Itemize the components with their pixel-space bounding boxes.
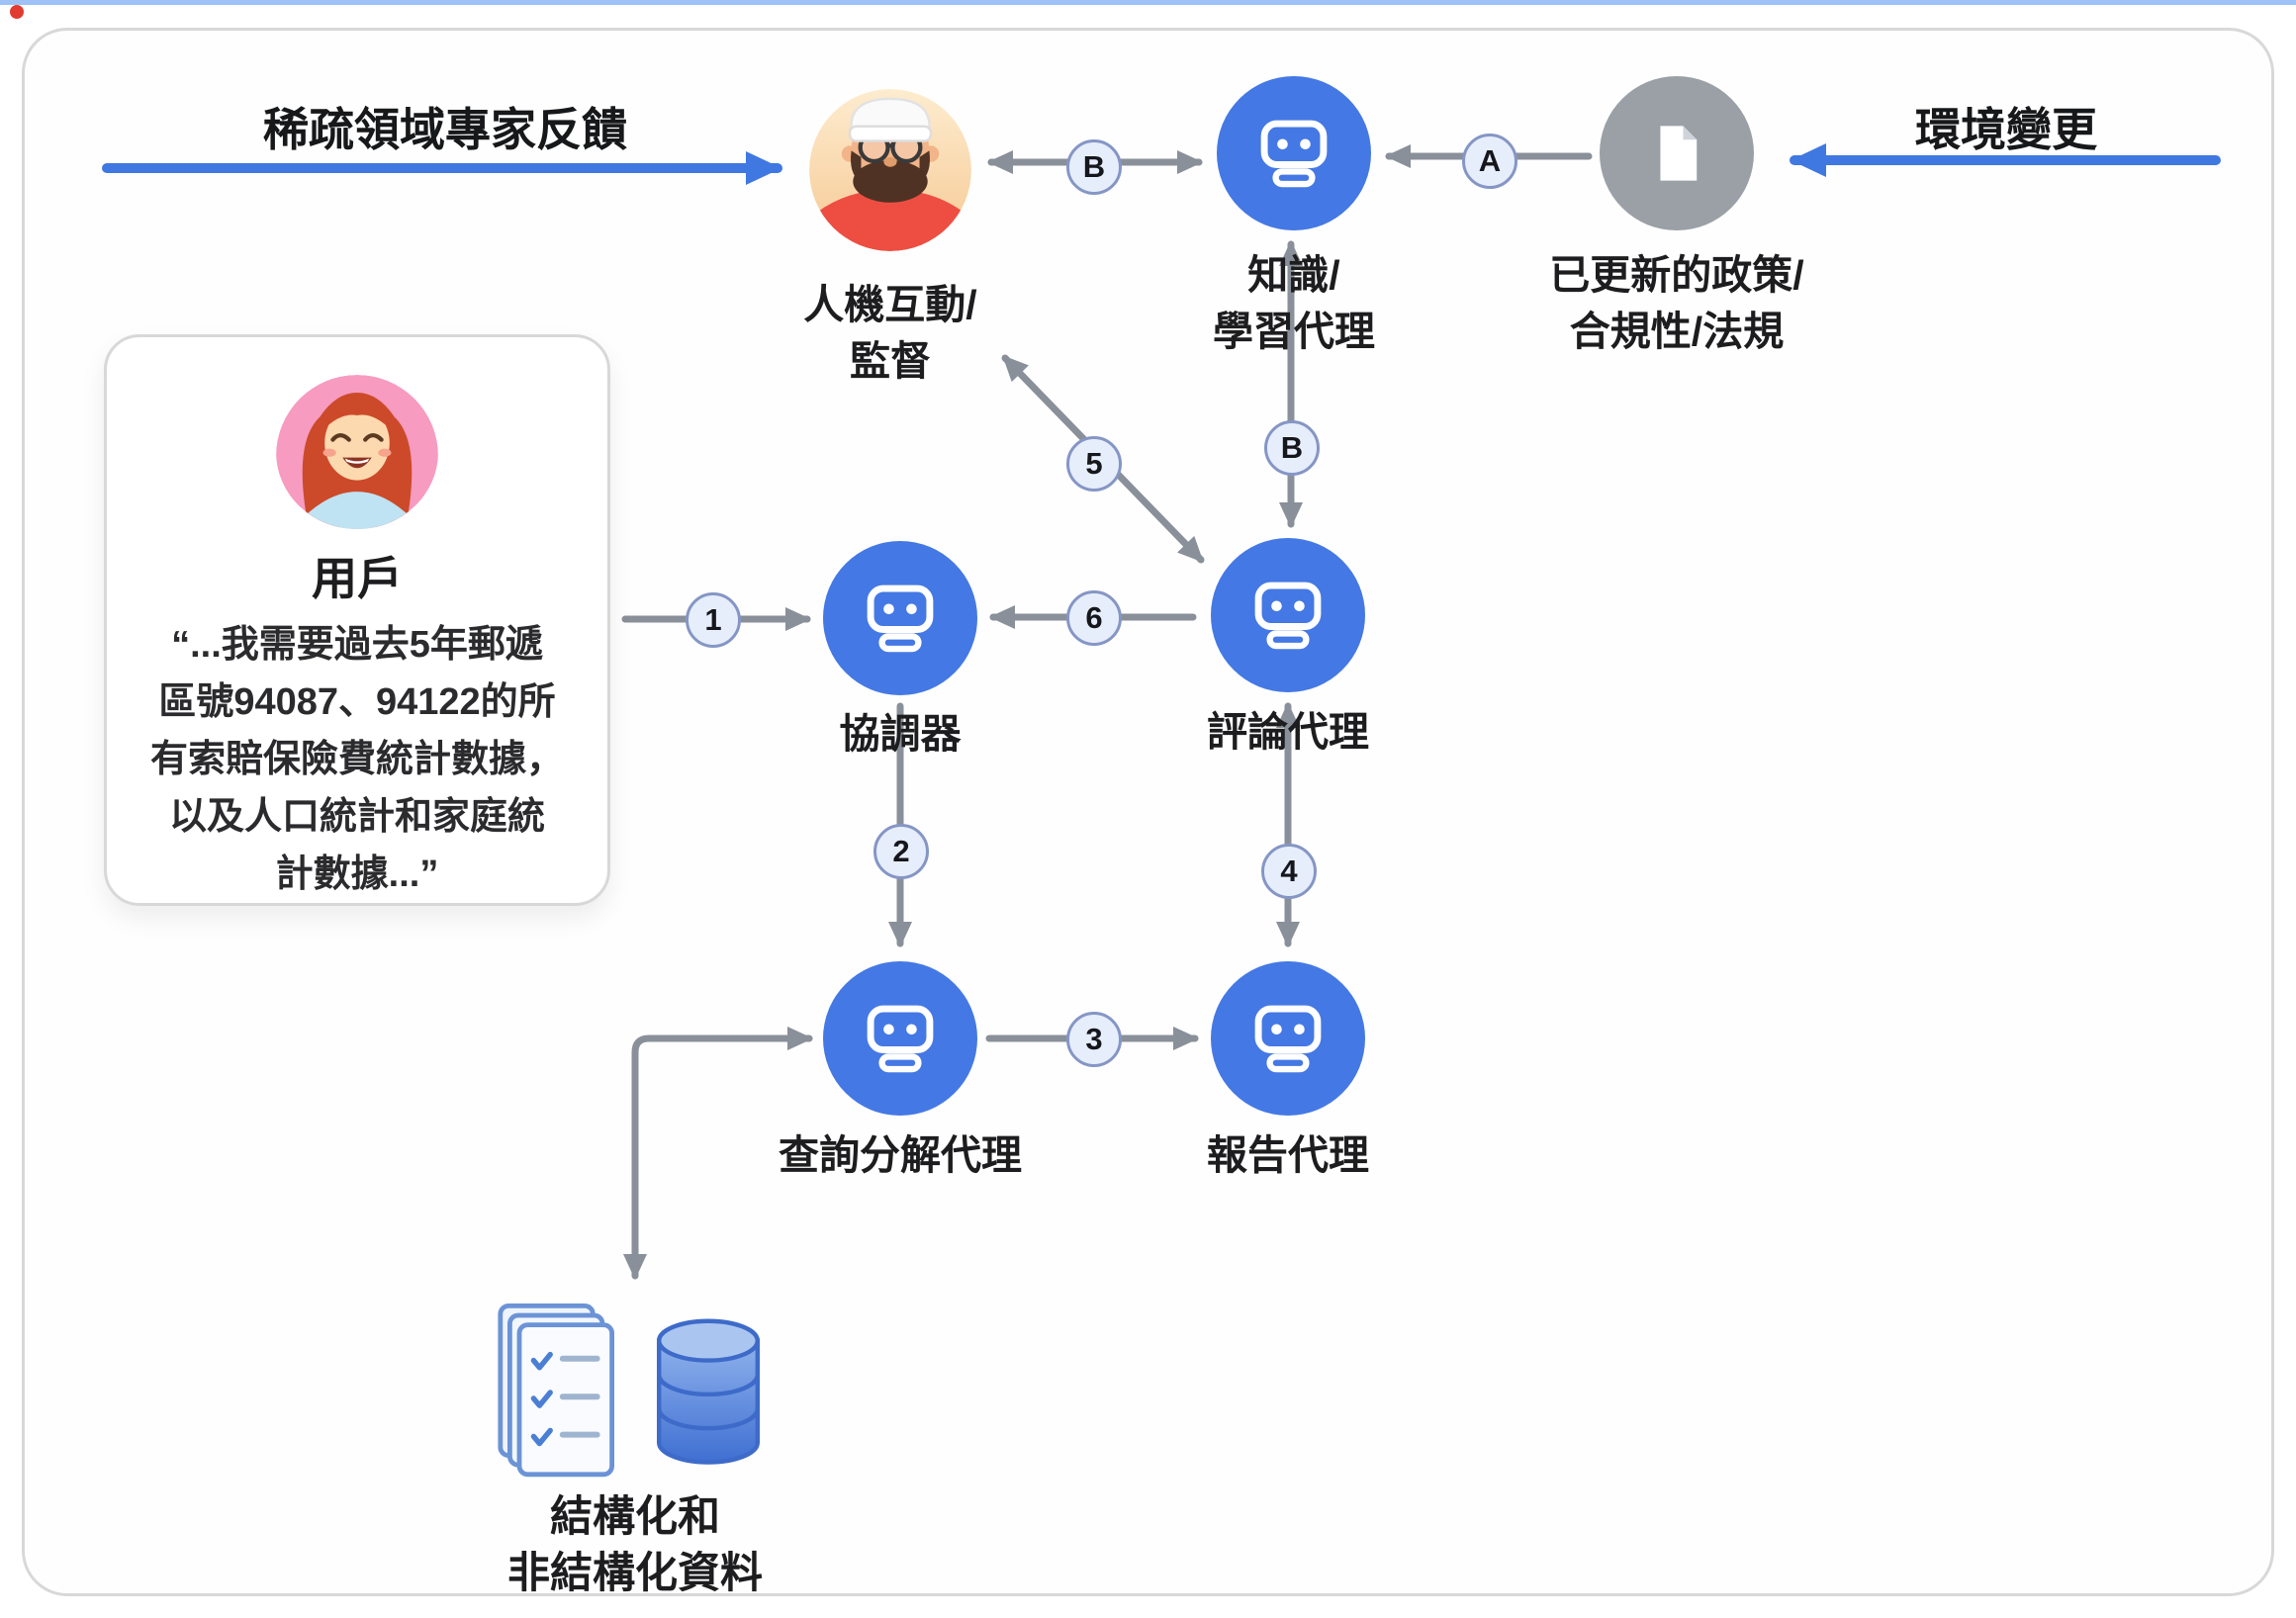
database-icon: [656, 1318, 761, 1465]
badge-6: 6: [1066, 590, 1122, 646]
report-agent-node: [1211, 961, 1365, 1116]
query-decomposition-agent-node: [823, 961, 977, 1116]
data-store-icons: [495, 1303, 781, 1486]
data-store-label-line2: 非結構化資料: [507, 1550, 763, 1597]
data-store-label: 結構化和 非結構化資料: [417, 1489, 853, 1602]
user-quote-line: 區號94087、94122的所: [158, 681, 556, 723]
review-agent-label: 評論代理: [1207, 709, 1369, 755]
badge-b-vertical: B: [1264, 420, 1320, 476]
supervisor-label: 人機互動/ 監督: [673, 277, 1108, 390]
badge-a: A: [1462, 134, 1517, 189]
badge-3: 3: [1066, 1012, 1122, 1067]
badge-2: 2: [873, 824, 929, 879]
expert-feedback-label: 稀疏領域專家反饋: [263, 104, 627, 155]
record-dot: [10, 5, 24, 19]
screen-top-edge-line: [0, 0, 2296, 5]
policy-doc-node: [1600, 76, 1754, 230]
robot-icon: [867, 1005, 934, 1073]
supervisor-label-line2: 監督: [850, 338, 931, 384]
user-quote-line: “...我需要過去5年郵遞: [171, 624, 543, 666]
knowledge-agent-label-line2: 學習代理: [1213, 309, 1375, 354]
knowledge-agent-label-line1: 知識/: [1247, 252, 1340, 298]
supervisor-avatar-image: [809, 89, 971, 251]
user-quote-line: 計數據...”: [275, 854, 439, 895]
report-agent-label: 報告代理: [1207, 1132, 1369, 1178]
badge-1: 1: [686, 592, 741, 648]
robot-icon: [1254, 1005, 1322, 1073]
user-card: 用戶 “...我需要過去5年郵遞 區號94087、94122的所 有索賠保險費統…: [104, 334, 610, 906]
user-avatar: [276, 375, 438, 529]
arrow-query-datastore: [623, 1027, 813, 1280]
review-agent-node: [1211, 538, 1365, 692]
robot-icon: [1260, 120, 1328, 188]
policy-doc-label-line2: 合規性/法規: [1569, 309, 1785, 354]
supervisor-label-line1: 人機互動/: [803, 282, 977, 327]
knowledge-agent-node: [1217, 76, 1371, 230]
policy-doc-label-line1: 已更新的政策/: [1549, 252, 1804, 298]
query-decomposition-agent-label: 查詢分解代理: [779, 1132, 1022, 1178]
badge-5: 5: [1066, 436, 1122, 492]
robot-icon: [1254, 582, 1322, 650]
user-name: 用戶: [312, 553, 403, 604]
robot-icon: [867, 584, 934, 653]
data-store-label-line1: 結構化和: [550, 1493, 720, 1541]
badge-b-top: B: [1066, 139, 1122, 195]
badge-4: 4: [1261, 844, 1317, 899]
coordinator-node: [823, 541, 977, 695]
user-avatar-image: [276, 375, 438, 529]
coordinator-label: 協調器: [839, 711, 962, 757]
user-quote-line: 以及人口統計和家庭統: [168, 796, 545, 838]
knowledge-agent-label: 知識/ 學習代理: [1076, 247, 1512, 360]
environment-change-label: 環境變更: [1915, 104, 2097, 155]
policy-doc-label: 已更新的政策/ 合規性/法規: [1459, 247, 1894, 360]
user-quote-line: 有索賠保險費統計數據，: [149, 739, 564, 780]
documents-stack-icon: [498, 1303, 614, 1478]
supervisor-avatar: [809, 89, 971, 251]
document-icon: [1660, 126, 1698, 181]
user-quote: “...我需要過去5年郵遞 區號94087、94122的所 有索賠保險費統計數據…: [150, 616, 564, 903]
